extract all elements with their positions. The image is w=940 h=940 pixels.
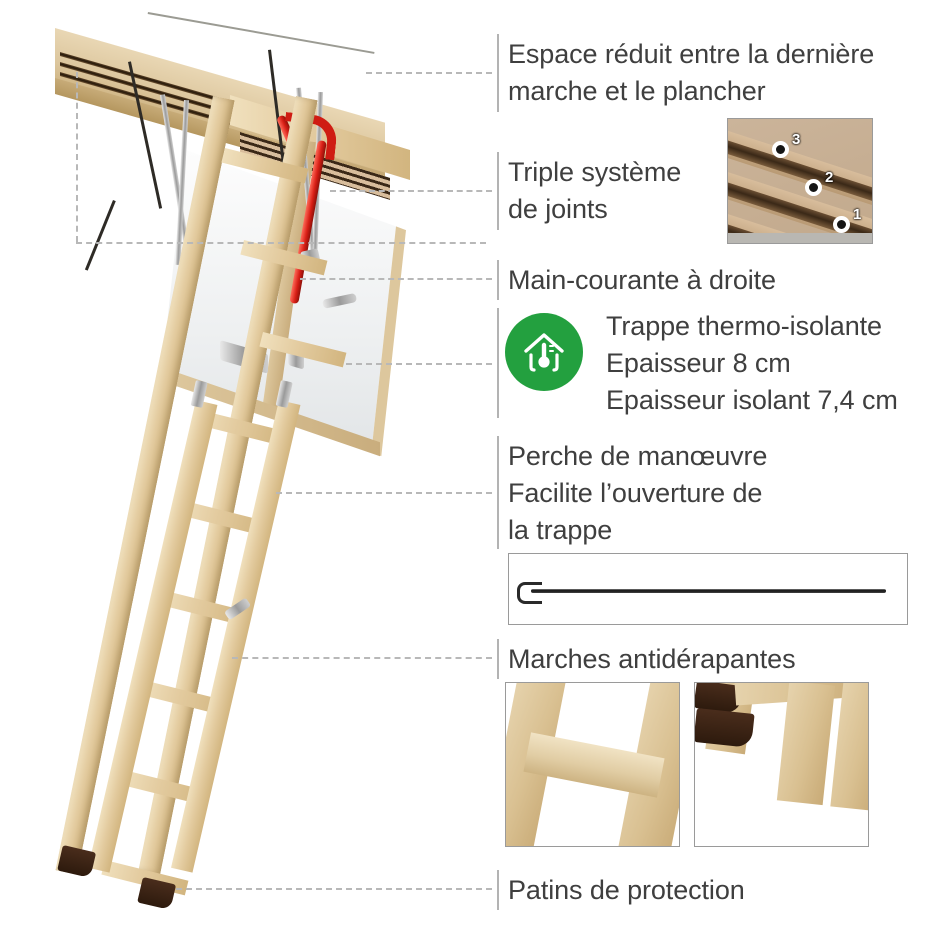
tick-trappe-thermo: [497, 308, 499, 418]
gap-bracket-vertical: [76, 72, 78, 242]
tick-patins: [497, 870, 499, 910]
thermal-feature-line-3: Epaisseur isolant 7,4 cm: [606, 385, 898, 415]
callout-triple-joints: Triple système de joints: [508, 157, 682, 224]
tick-main-courante: [497, 260, 499, 300]
pole-hook-icon: [517, 582, 542, 604]
leader-patins: [176, 888, 492, 890]
loft-ladder-product-illustration: [55, 12, 410, 910]
leader-perche: [276, 492, 492, 494]
leader-triple-joints: [330, 190, 492, 192]
callout-espace-reduit: Espace réduit entre la dernière marche e…: [508, 39, 875, 106]
leader-main-courante: [300, 278, 492, 280]
joint-photo-bottom-edge: [728, 233, 872, 243]
tick-marches: [497, 639, 499, 679]
feet-photo-cap-front: [695, 708, 755, 748]
leader-trappe-thermo: [346, 363, 492, 365]
thermal-feature-line-1: Trappe thermo-isolante: [606, 311, 882, 341]
ladder-foot-left: [57, 845, 97, 878]
leader-espace-reduit: [366, 72, 492, 74]
feet-photo-stringer-far-right: [830, 683, 868, 811]
tick-espace-reduit: [497, 34, 499, 112]
anti-slip-step-detail-photo: [505, 682, 680, 847]
joint-marker-1: [833, 216, 850, 233]
tension-wire-top: [147, 12, 375, 54]
pole-rod: [531, 589, 886, 593]
triple-joint-detail-photo: 3 2 1: [727, 118, 873, 244]
house-thermometer-icon: [505, 313, 583, 391]
thermal-feature-line-2: Epaisseur 8 cm: [606, 348, 791, 378]
joint-marker-1-number: 1: [853, 206, 862, 223]
tension-wire-left-lower: [84, 200, 116, 271]
joint-marker-3-number: 3: [792, 131, 801, 148]
gap-bracket-horizontal: [76, 242, 486, 244]
joint-marker-3: [772, 141, 789, 158]
protective-feet-detail-photo: [694, 682, 869, 847]
callout-main-courante: Main-courante à droite: [508, 265, 776, 295]
tick-triple-joints: [497, 152, 499, 230]
tick-perche: [497, 436, 499, 549]
operating-pole-photo: [508, 553, 908, 625]
joint-marker-2: [805, 179, 822, 196]
joint-marker-2-number: 2: [825, 169, 834, 186]
callout-perche: Perche de manœuvre Facilite l’ouverture …: [508, 441, 768, 545]
leader-marches: [232, 657, 492, 659]
callout-marches: Marches antidérapantes: [508, 644, 796, 674]
callout-patins: Patins de protection: [508, 875, 745, 905]
